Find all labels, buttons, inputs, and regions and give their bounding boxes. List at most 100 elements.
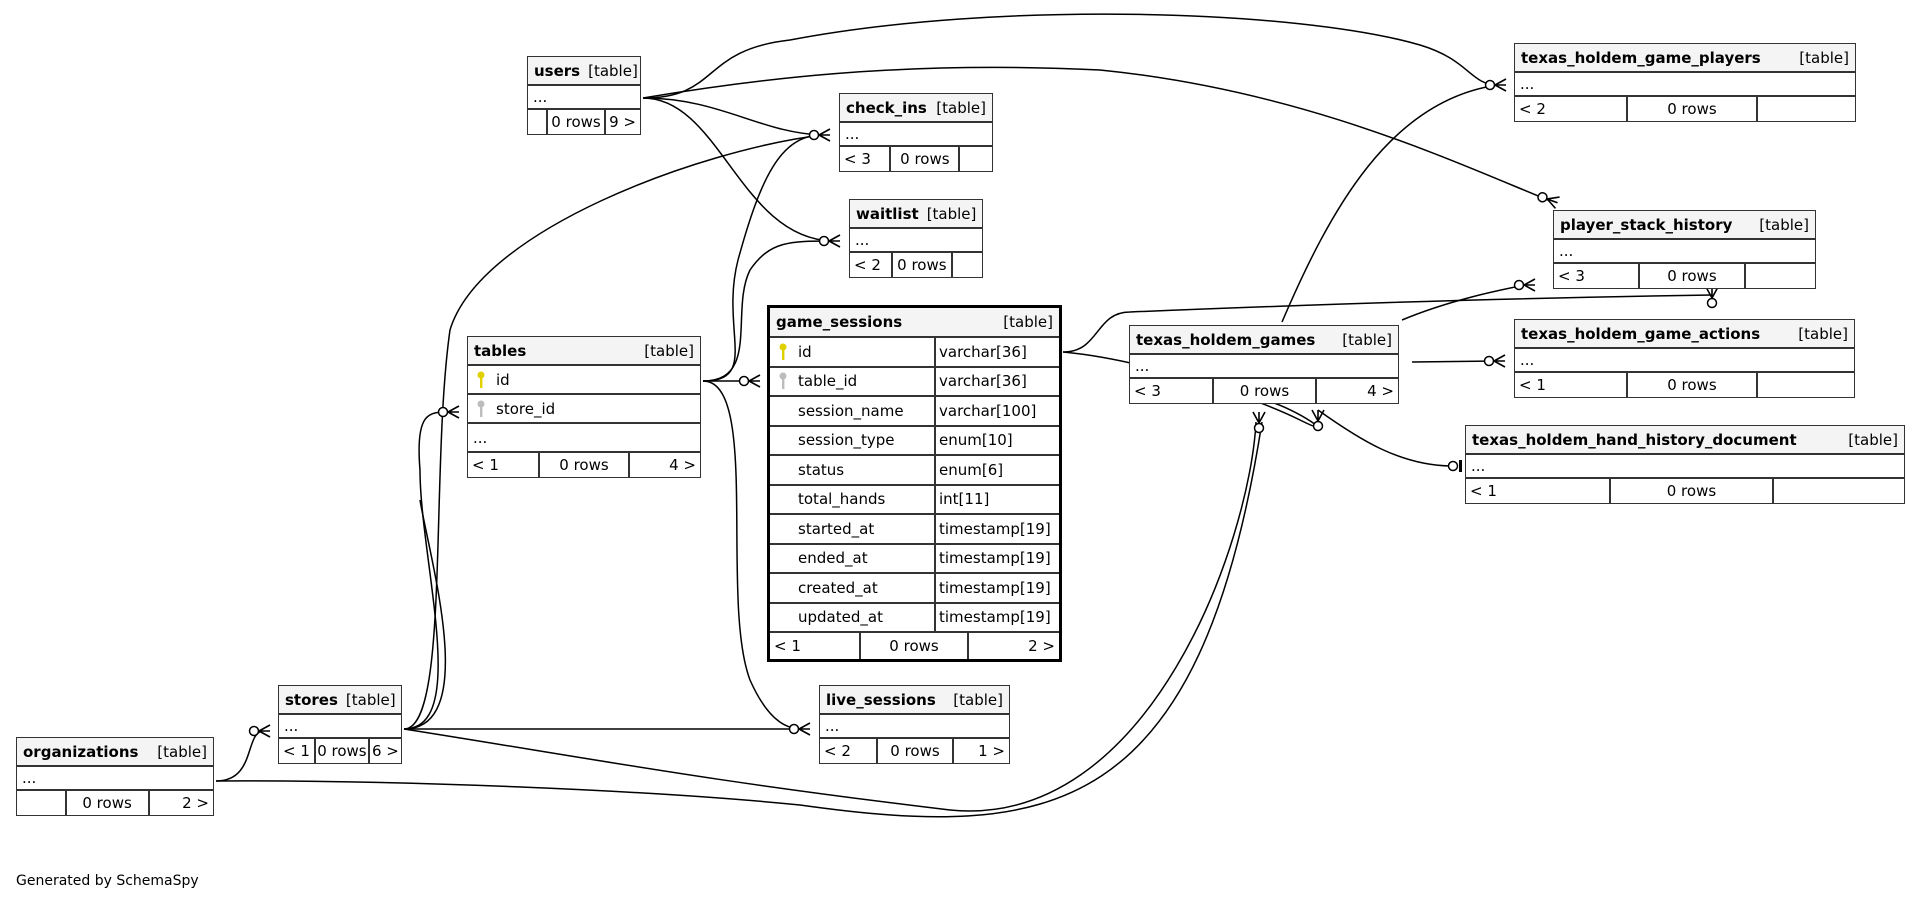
table-player-stack-history[interactable]: player_stack_history[table]... < 3 0 rows xyxy=(1553,210,1816,289)
children-count[interactable]: 9 > xyxy=(609,113,636,131)
table-header[interactable]: organizations [table] xyxy=(17,738,213,767)
children-count[interactable]: 1 > xyxy=(978,742,1005,760)
children-count[interactable] xyxy=(960,147,992,171)
row-count: 0 rows xyxy=(1609,479,1774,503)
column-type: enum[6] xyxy=(934,456,1059,484)
children-count[interactable]: 4 > xyxy=(669,456,696,474)
table-header[interactable]: game_sessions[table] xyxy=(770,308,1059,338)
children-count[interactable]: 2 > xyxy=(182,794,209,812)
table-header[interactable]: tables[table] xyxy=(468,337,700,366)
table-header[interactable]: users[table] xyxy=(528,57,640,86)
table-header[interactable]: texas_holdem_hand_history_document[table… xyxy=(1466,426,1904,455)
table-header[interactable]: waitlist[table] xyxy=(850,200,982,229)
column-name: started_at xyxy=(798,519,875,538)
table-header[interactable]: live_sessions[table] xyxy=(820,686,1009,715)
column-row[interactable]: id xyxy=(468,366,700,395)
parents-count[interactable]: < 1 xyxy=(1519,376,1546,394)
more-columns-ellipsis[interactable]: ... xyxy=(468,424,700,453)
children-count[interactable] xyxy=(1774,479,1904,503)
foreign-key-icon xyxy=(474,400,488,418)
parents-count[interactable]: < 1 xyxy=(1470,482,1497,500)
table-header[interactable]: texas_holdem_game_actions[table] xyxy=(1515,320,1854,349)
table-name: texas_holdem_game_actions xyxy=(1521,324,1761,343)
table-name: organizations xyxy=(23,742,139,761)
table-kind-label: [table] xyxy=(936,98,986,117)
table-header[interactable]: check_ins [table] xyxy=(840,94,992,123)
parents-count[interactable]: < 3 xyxy=(844,150,871,168)
column-row[interactable]: status enum[6] xyxy=(770,456,1059,486)
column-name: status xyxy=(798,460,845,479)
parents-count[interactable]: < 3 xyxy=(1558,267,1585,285)
children-count[interactable] xyxy=(953,253,982,277)
more-columns-ellipsis[interactable]: ... xyxy=(528,86,640,110)
children-count[interactable] xyxy=(1758,97,1855,121)
parents-count[interactable]: < 2 xyxy=(824,742,851,760)
column-row[interactable]: store_id xyxy=(468,395,700,424)
row-count: 0 rows xyxy=(538,453,630,477)
table-name: player_stack_history xyxy=(1560,215,1733,234)
edge-users-check-ins xyxy=(642,97,823,136)
column-cell: created_at xyxy=(770,574,934,602)
parents-count[interactable]: < 1 xyxy=(283,742,310,760)
more-columns-ellipsis[interactable]: ... xyxy=(1466,455,1904,479)
parents-count[interactable]: < 2 xyxy=(1519,100,1546,118)
children-count[interactable]: 6 > xyxy=(372,742,399,760)
column-cell: status xyxy=(770,456,934,484)
table-waitlist[interactable]: waitlist[table]... < 2 0 rows xyxy=(849,199,983,278)
children-count[interactable]: 4 > xyxy=(1367,382,1394,400)
children-count[interactable] xyxy=(1746,264,1815,288)
row-count: 0 rows xyxy=(891,253,953,277)
row-count: 0 rows xyxy=(1638,264,1746,288)
table-header[interactable]: player_stack_history[table] xyxy=(1554,211,1815,240)
table-name: check_ins xyxy=(846,98,927,117)
parents-count[interactable]: < 2 xyxy=(854,256,881,274)
table-kind-label: [table] xyxy=(157,742,207,761)
more-columns-ellipsis[interactable]: ... xyxy=(1515,73,1855,97)
parents-count[interactable]: < 1 xyxy=(774,637,801,655)
edge-games-stack xyxy=(1401,284,1526,321)
table-kind-label: [table] xyxy=(926,204,977,223)
children-count[interactable] xyxy=(1758,373,1854,397)
more-columns-ellipsis[interactable]: ... xyxy=(1554,240,1815,264)
more-columns-ellipsis[interactable]: ... xyxy=(279,715,401,739)
table-kind-label: [table] xyxy=(953,690,1003,709)
table-header[interactable]: texas_holdem_game_players[table] xyxy=(1515,44,1855,73)
parents-count[interactable]: < 1 xyxy=(472,456,499,474)
parents-count[interactable] xyxy=(17,791,65,815)
parents-count[interactable] xyxy=(528,110,546,134)
table-header[interactable]: texas_holdem_games[table] xyxy=(1130,326,1398,355)
more-columns-ellipsis[interactable]: ... xyxy=(1515,349,1854,373)
more-columns-ellipsis[interactable]: ... xyxy=(17,767,213,791)
more-columns-ellipsis[interactable]: ... xyxy=(850,229,982,253)
parents-count[interactable]: < 3 xyxy=(1134,382,1161,400)
children-count[interactable]: 2 > xyxy=(1028,637,1055,655)
more-columns-ellipsis[interactable]: ... xyxy=(820,715,1009,739)
more-columns-ellipsis[interactable]: ... xyxy=(840,123,992,147)
table-kind-label: [table] xyxy=(588,61,638,80)
more-columns-ellipsis[interactable]: ... xyxy=(1130,355,1398,379)
column-type: varchar[36] xyxy=(934,338,1059,366)
row-count: 0 rows xyxy=(313,739,370,763)
table-name: texas_holdem_hand_history_document xyxy=(1472,430,1797,449)
table-header[interactable]: stores[table] xyxy=(279,686,401,715)
table-texas-holdem-hand-history-document[interactable]: texas_holdem_hand_history_document[table… xyxy=(1465,425,1905,504)
